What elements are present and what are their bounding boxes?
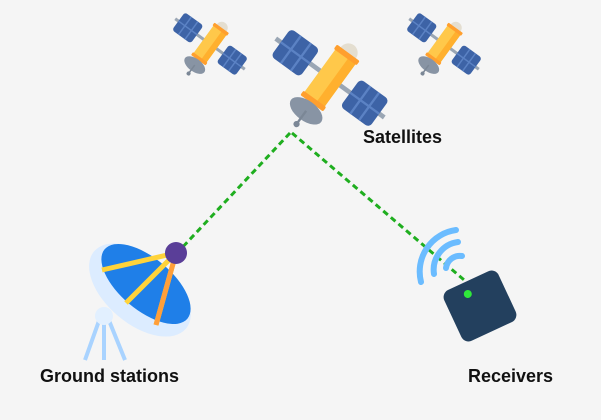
wifi-signal-icon [416, 227, 465, 285]
receiver-device-icon [443, 270, 517, 342]
link-to-ground-station [176, 131, 292, 254]
link-to-receiver [291, 131, 471, 287]
ground-stations-label: Ground stations [40, 366, 179, 386]
ground-station-dish-icon [83, 242, 191, 361]
receivers-label: Receivers [468, 366, 554, 386]
satellites-label: Satellites [363, 127, 443, 147]
satellite-right-icon [385, 0, 495, 102]
satellite-left-icon [151, 0, 261, 102]
